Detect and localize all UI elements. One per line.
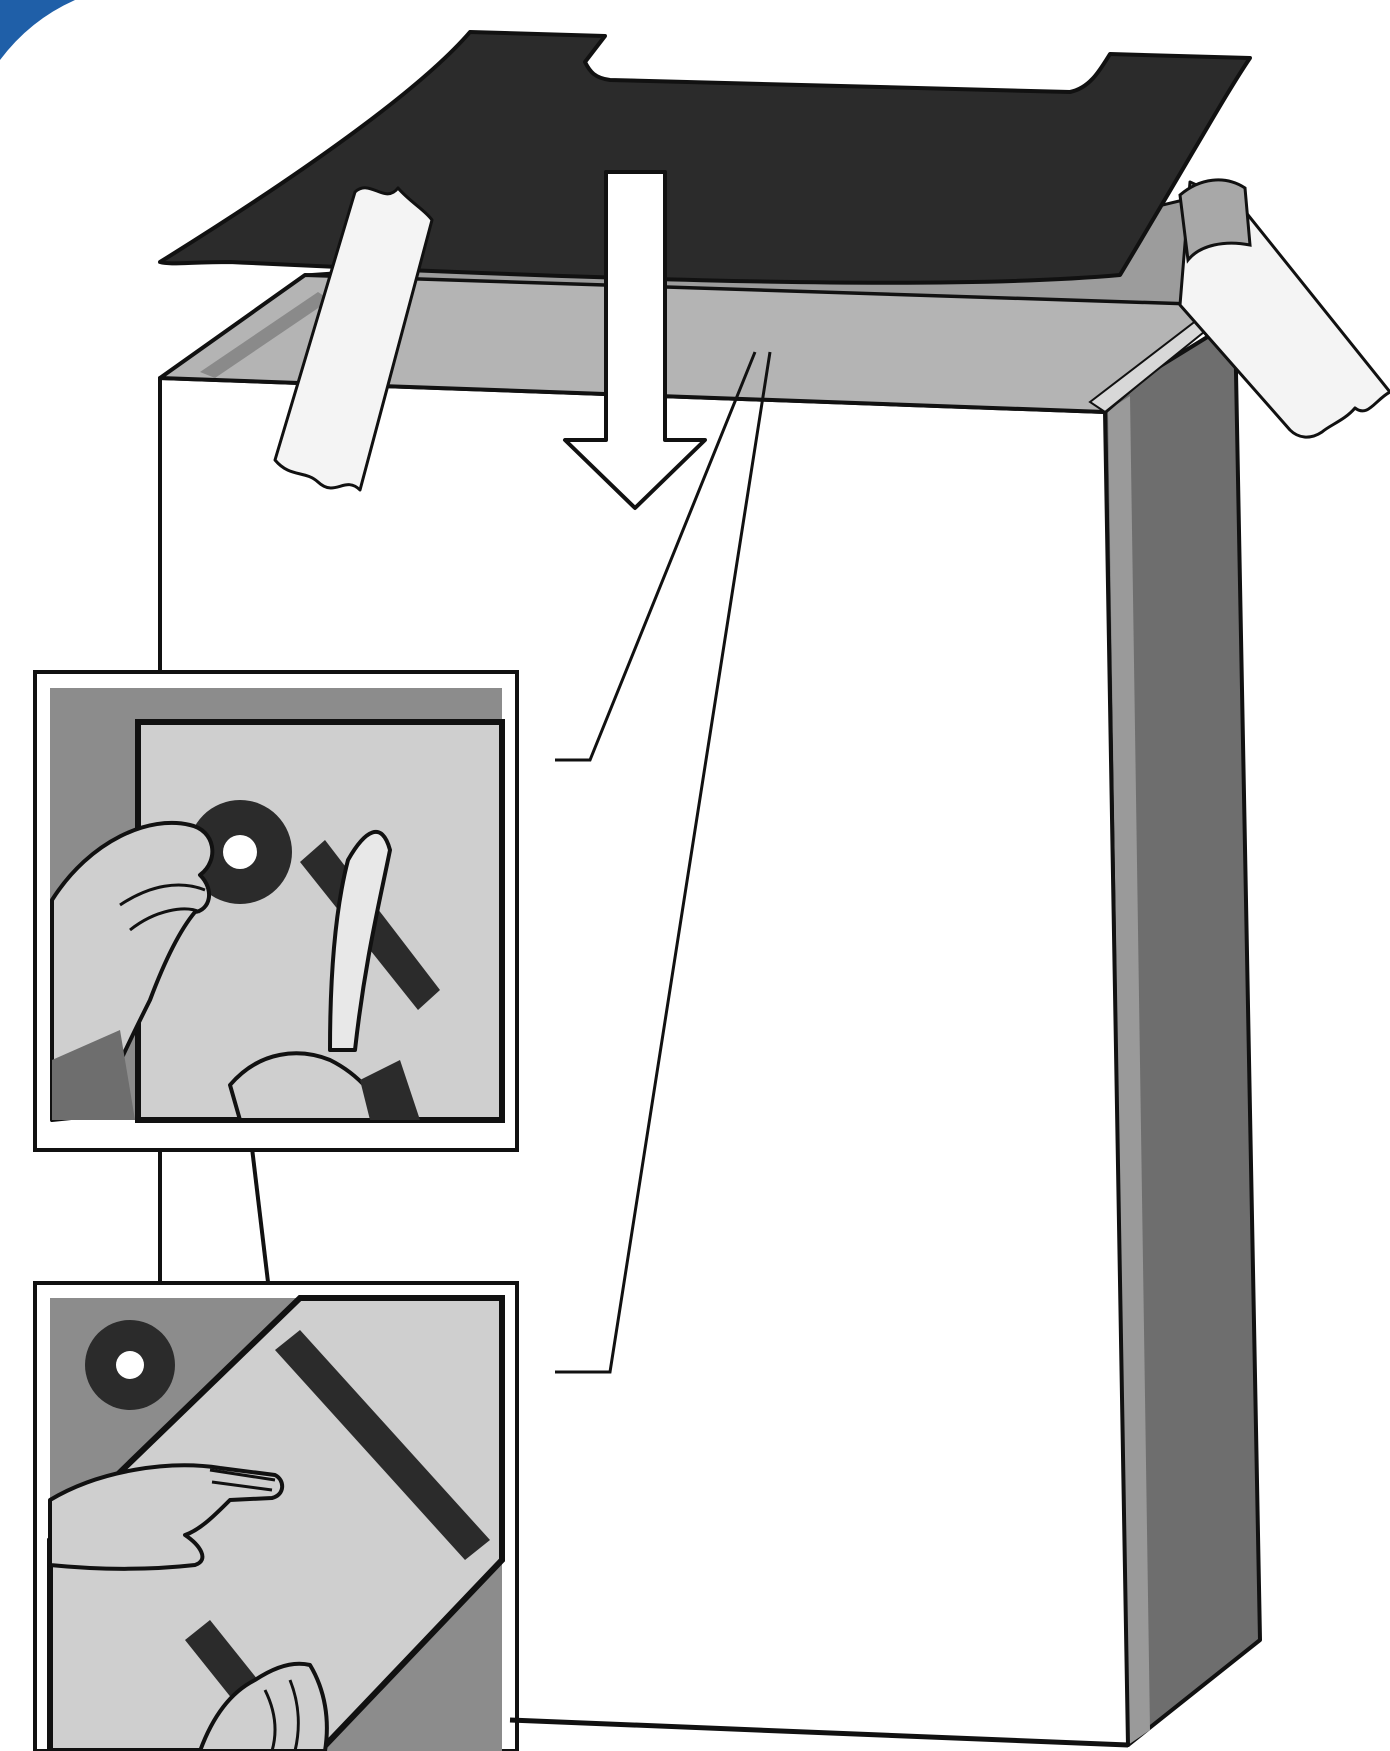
inset-press-tape <box>35 1283 517 1751</box>
tape-roll-small-core <box>116 1351 144 1379</box>
corner-accent <box>0 0 75 60</box>
inset-cut-tape <box>35 672 517 1150</box>
insulation-panel <box>160 32 1250 283</box>
tape-roll-core <box>223 835 257 869</box>
